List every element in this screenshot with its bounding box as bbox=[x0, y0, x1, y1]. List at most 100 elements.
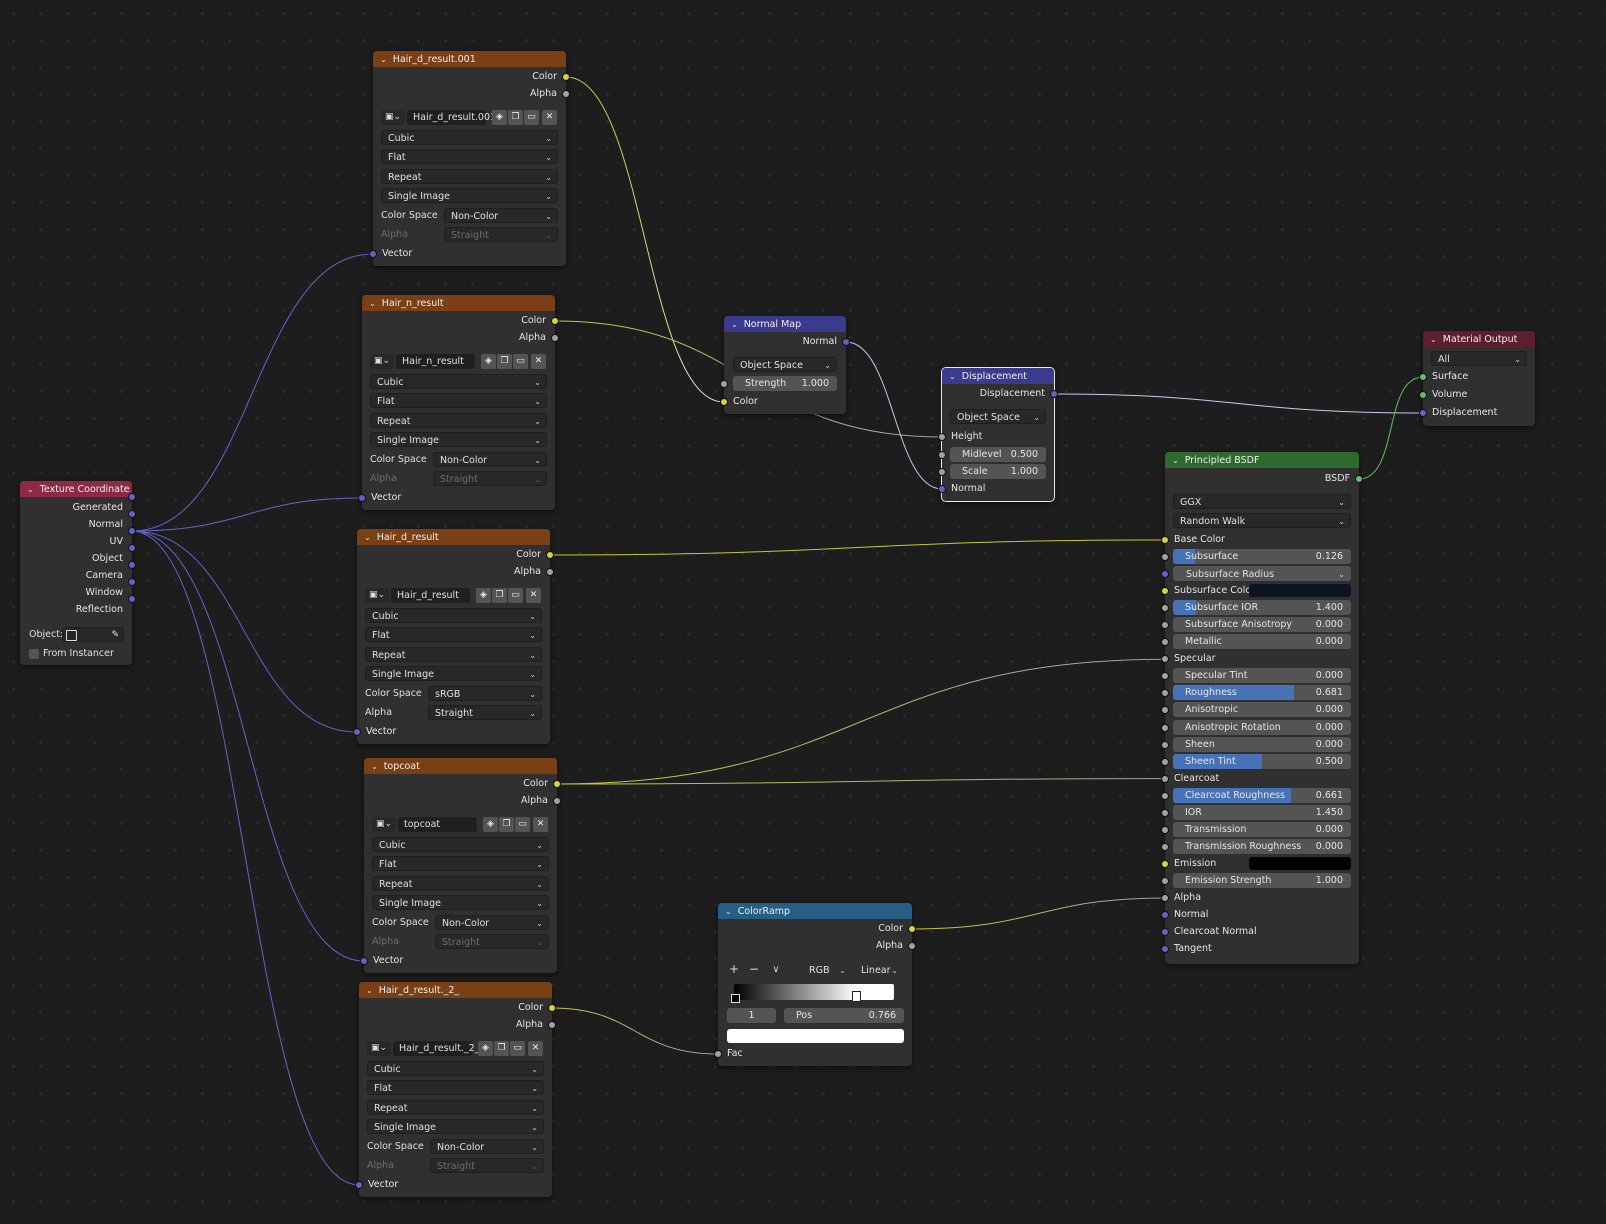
socket-out-color-img4[interactable] bbox=[548, 1004, 556, 1012]
image-selector[interactable]: ▣⌄ Hair_d_result ◈ ❐ ▭ ✕ bbox=[365, 588, 542, 603]
fake-user-shield-icon[interactable]: ◈ bbox=[492, 110, 507, 125]
duplicate-icon[interactable]: ❐ bbox=[492, 588, 507, 603]
socket-out-alpha-img3[interactable] bbox=[553, 797, 561, 805]
socket-in-specular-tint-field[interactable] bbox=[1161, 672, 1169, 681]
interpolation-dropdown[interactable]: Cubic⌄ bbox=[372, 837, 549, 852]
interpolation-dropdown[interactable]: Cubic⌄ bbox=[381, 130, 558, 145]
image-selector[interactable]: ▣⌄ Hair_d_result.001 ◈ ❐ ▭ ✕ bbox=[381, 110, 558, 125]
socket-out-camera[interactable] bbox=[128, 561, 136, 569]
open-folder-icon[interactable]: ▭ bbox=[524, 110, 539, 125]
socket-in-subsurface-field[interactable] bbox=[1161, 553, 1169, 561]
node-texture-coordinate[interactable]: ⌄Texture Coordinate Generated Normal UV … bbox=[20, 481, 132, 665]
node-header[interactable]: ⌄Displacement bbox=[942, 368, 1054, 384]
extension-dropdown[interactable]: Repeat⌄ bbox=[381, 169, 558, 184]
source-dropdown[interactable]: Single Image⌄ bbox=[372, 895, 549, 910]
interpolation-dropdown[interactable]: Cubic⌄ bbox=[367, 1061, 544, 1076]
socket-out-color-img2[interactable] bbox=[546, 551, 554, 559]
socket-in-vector-img2[interactable] bbox=[353, 728, 361, 736]
color-mode-dropdown[interactable]: RGB⌄ bbox=[802, 962, 852, 977]
image-name-field[interactable]: Hair_n_result bbox=[396, 354, 475, 369]
socket-in-vector-img1[interactable] bbox=[358, 494, 366, 502]
open-folder-icon[interactable]: ▭ bbox=[515, 817, 530, 832]
socket-in-sheen-field[interactable] bbox=[1161, 740, 1169, 749]
fake-user-shield-icon[interactable]: ◈ bbox=[476, 588, 491, 603]
object-picker[interactable]: ✎ bbox=[62, 627, 124, 642]
collapse-chevron-icon[interactable]: ⌄ bbox=[364, 532, 371, 542]
socket-out-alpha-img0[interactable] bbox=[562, 90, 570, 98]
socket-in-anisotropic-field[interactable] bbox=[1161, 706, 1169, 715]
image-selector[interactable]: ▣⌄ Hair_n_result ◈ ❐ ▭ ✕ bbox=[370, 354, 547, 369]
interpolation-dropdown[interactable]: Linear⌄ bbox=[854, 962, 904, 977]
duplicate-icon[interactable]: ❐ bbox=[494, 1041, 509, 1056]
node-image-texture[interactable]: ⌄Hair_d_result.001 Color Alpha ▣⌄ Hair_d… bbox=[373, 51, 566, 266]
remove-stop-button[interactable]: − bbox=[748, 962, 760, 976]
add-stop-button[interactable]: + bbox=[728, 962, 740, 976]
socket-out-color-img3[interactable] bbox=[553, 780, 561, 788]
source-dropdown[interactable]: Single Image⌄ bbox=[370, 432, 547, 447]
color-space-dropdown[interactable]: sRGB⌄ bbox=[428, 686, 542, 701]
socket-out-normal[interactable] bbox=[128, 510, 136, 518]
socket-out-displacement[interactable] bbox=[1050, 390, 1058, 398]
close-icon[interactable]: ✕ bbox=[531, 354, 546, 369]
image-name-field[interactable]: Hair_d_result._2_ bbox=[393, 1041, 479, 1056]
socket-in-fac[interactable] bbox=[714, 1050, 722, 1058]
fake-user-shield-icon[interactable]: ◈ bbox=[481, 354, 496, 369]
socket-out-alpha-img4[interactable] bbox=[548, 1021, 556, 1029]
subsurface-method-dropdown[interactable]: Random Walk⌄ bbox=[1173, 513, 1351, 528]
emission-color-swatch[interactable] bbox=[1249, 856, 1351, 870]
image-selector[interactable]: ▣⌄ topcoat ◈ ❐ ▭ ✕ bbox=[372, 817, 549, 832]
close-icon[interactable]: ✕ bbox=[533, 817, 548, 832]
eyedropper-icon[interactable]: ✎ bbox=[111, 630, 119, 640]
node-header[interactable]: ⌄Normal Map bbox=[724, 316, 846, 332]
from-instancer-checkbox[interactable] bbox=[29, 649, 39, 659]
socket-out-color-img0[interactable] bbox=[562, 73, 570, 81]
extension-dropdown[interactable]: Repeat⌄ bbox=[372, 876, 549, 891]
socket-in-displacement-mo[interactable] bbox=[1419, 409, 1427, 417]
image-browse-icon[interactable]: ▣⌄ bbox=[372, 817, 396, 832]
subsurface-radius-dropdown[interactable]: Subsurface Radius⌄ bbox=[1173, 566, 1351, 582]
image-browse-icon[interactable]: ▣⌄ bbox=[381, 110, 405, 125]
extension-dropdown[interactable]: Repeat⌄ bbox=[367, 1100, 544, 1115]
image-browse-icon[interactable]: ▣⌄ bbox=[370, 354, 394, 369]
socket-in-surface[interactable] bbox=[1419, 373, 1427, 381]
socket-in-metallic-field[interactable] bbox=[1161, 638, 1169, 647]
socket-out-alpha-img2[interactable] bbox=[546, 568, 554, 576]
image-browse-icon[interactable]: ▣⌄ bbox=[367, 1041, 391, 1056]
socket-in-scale[interactable] bbox=[938, 468, 946, 476]
image-name-field[interactable]: Hair_d_result bbox=[391, 588, 470, 603]
interpolation-dropdown[interactable]: Cubic⌄ bbox=[365, 608, 542, 623]
collapse-chevron-icon[interactable]: ⌄ bbox=[380, 54, 387, 64]
socket-in-ior-field[interactable] bbox=[1161, 808, 1169, 817]
ramp-stop-handle-1[interactable] bbox=[852, 991, 861, 1002]
close-icon[interactable]: ✕ bbox=[528, 1041, 543, 1056]
space-dropdown[interactable]: Object Space⌄ bbox=[950, 409, 1046, 424]
node-header[interactable]: ⌄Hair_d_result bbox=[357, 529, 550, 545]
distribution-dropdown[interactable]: GGX⌄ bbox=[1173, 494, 1351, 509]
socket-out-color-img1[interactable] bbox=[551, 317, 559, 325]
node-image-texture[interactable]: ⌄topcoat Color Alpha ▣⌄ topcoat ◈ ❐ ▭ ✕ … bbox=[364, 758, 557, 973]
node-image-texture[interactable]: ⌄Hair_d_result._2_ Color Alpha ▣⌄ Hair_d… bbox=[359, 982, 552, 1197]
collapse-chevron-icon[interactable]: ⌄ bbox=[1430, 334, 1437, 344]
extension-dropdown[interactable]: Repeat⌄ bbox=[370, 413, 547, 428]
target-dropdown[interactable]: All⌄ bbox=[1431, 351, 1527, 366]
socket-out-normal-nm[interactable] bbox=[842, 338, 850, 346]
socket-out-color-ramp[interactable] bbox=[908, 925, 916, 933]
color-space-dropdown[interactable]: Non-Color⌄ bbox=[435, 915, 549, 930]
socket-in-input-clearcoat-normal[interactable] bbox=[1161, 928, 1169, 937]
socket-in-vector-img0[interactable] bbox=[369, 250, 377, 258]
source-dropdown[interactable]: Single Image⌄ bbox=[367, 1119, 544, 1134]
projection-dropdown[interactable]: Flat⌄ bbox=[381, 149, 558, 164]
socket-out-window[interactable] bbox=[128, 578, 136, 586]
